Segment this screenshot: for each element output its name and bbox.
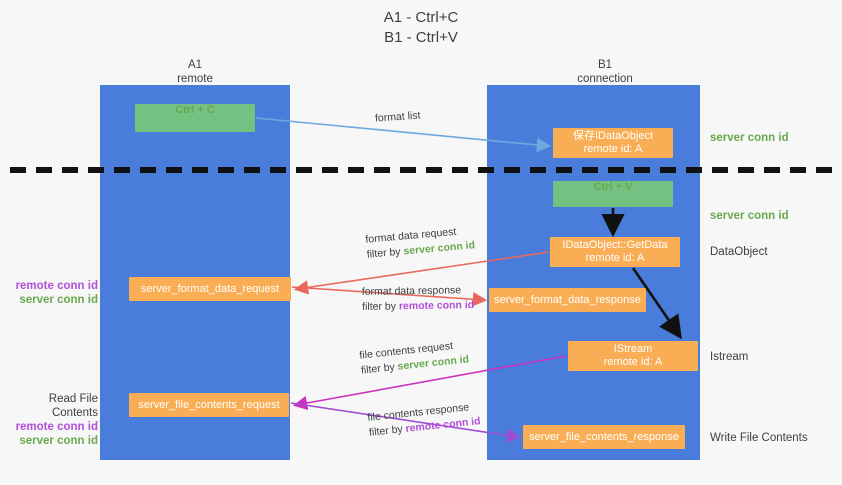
node-server-file-contents-request[interactable]: server_file_contents_request <box>129 393 289 417</box>
label-server-conn-id-top: server conn id <box>710 132 789 144</box>
label-server-conn-id-mid: server conn id <box>710 210 789 222</box>
edge-label-file-contents-request: file contents request filter by server c… <box>359 337 470 378</box>
edge-label-line1: format list <box>374 109 421 125</box>
column-header-b1: B1 connection <box>577 59 633 85</box>
edge-label-file-contents-response: file contents response filter by remote … <box>367 399 482 441</box>
node-ctrl-c[interactable]: Ctrl + C <box>135 104 255 132</box>
filter-prefix: filter by <box>362 300 399 313</box>
node-server-format-data-request[interactable]: server_format_data_request <box>129 277 291 301</box>
node-server-file-contents-response[interactable]: server_file_contents_response <box>523 425 685 449</box>
edge-label-line2: filter by remote conn id <box>362 298 474 315</box>
column-header-a1: A1 remote <box>177 59 213 85</box>
node-idataobject[interactable]: 保存IDataObject remote id: A <box>553 128 673 158</box>
filter-key: remote conn id <box>398 299 475 313</box>
node-idataobject-getdata[interactable]: IDataObject::GetData remote id: A <box>550 237 680 267</box>
label-read-file-contents-group: Read File Contents remote conn id server… <box>8 392 98 448</box>
filter-prefix: filter by <box>368 423 407 439</box>
node-server-format-data-response[interactable]: server_format_data_response <box>489 288 646 312</box>
label-read-file-contents: Read File Contents <box>48 393 98 419</box>
edge-label-format-data-request: format data request filter by server con… <box>365 223 476 262</box>
label-server-conn-id-2: server conn id <box>19 435 98 447</box>
separator-dashed-line <box>10 167 835 173</box>
label-remote-conn-id-1: remote conn id <box>15 280 98 292</box>
filter-prefix: filter by <box>366 245 404 261</box>
filter-prefix: filter by <box>360 360 399 377</box>
edge-label-format-data-response: format data response filter by remote co… <box>362 283 475 315</box>
label-server-conn-id-1: server conn id <box>19 294 98 306</box>
label-remote-conn-id-2: remote conn id <box>15 421 98 433</box>
label-dataobject: DataObject <box>710 246 768 258</box>
label-istream: Istream <box>710 351 749 363</box>
page-title: A1 - Ctrl+C B1 - Ctrl+V <box>383 9 459 46</box>
label-conn-ids-format: remote conn id server conn id <box>8 279 98 307</box>
node-istream[interactable]: IStream remote id: A <box>568 341 698 371</box>
label-write-file-contents: Write File Contents <box>710 432 808 444</box>
edge-label-format-list: format list <box>375 108 421 126</box>
node-ctrl-v[interactable]: Ctrl + V <box>553 181 673 207</box>
